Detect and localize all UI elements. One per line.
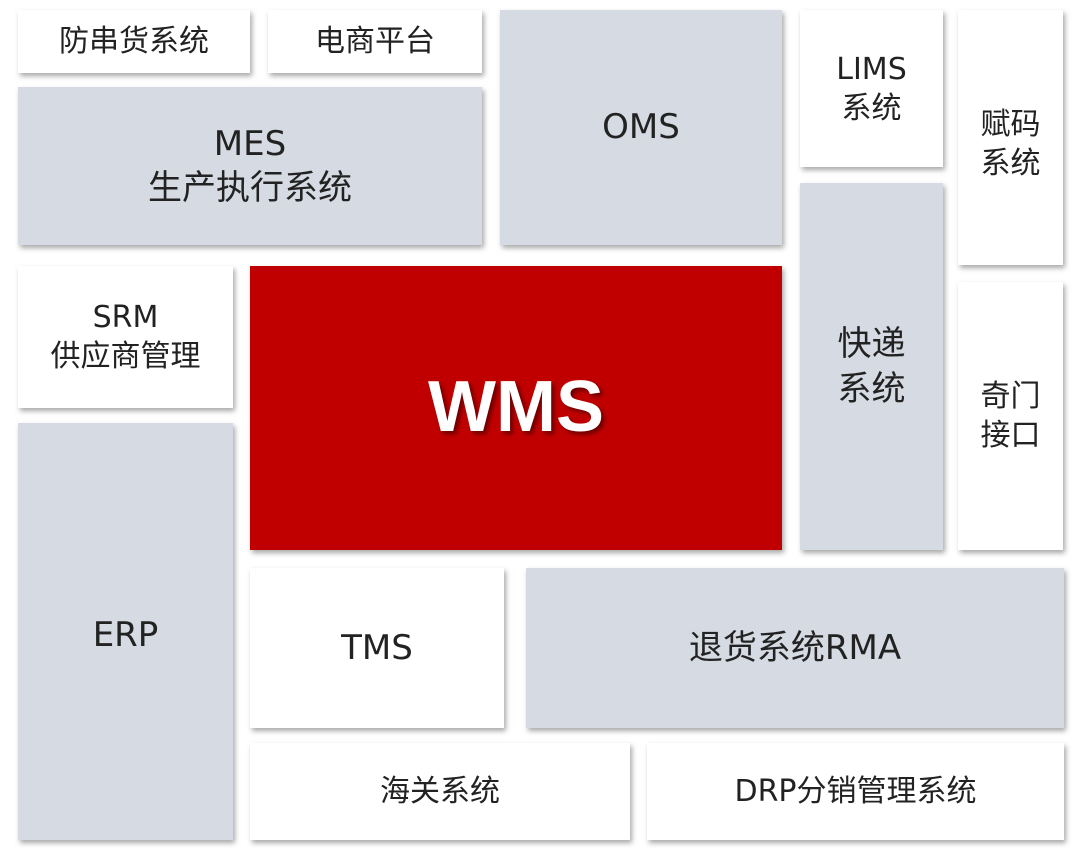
tile-label: 防串货系统: [59, 24, 209, 59]
tile-label: OMS: [602, 107, 680, 147]
tile-label: 电商平台: [315, 24, 435, 59]
tile-sublabel: 系统: [980, 146, 1041, 181]
lims-tile: LIMS 系统: [800, 10, 943, 167]
wms-core-tile: WMS: [250, 266, 782, 550]
tile-sublabel: 接口: [980, 418, 1041, 453]
qimen-interface-tile: 奇门 接口: [958, 282, 1063, 550]
tile-label: DRP分销管理系统: [734, 774, 977, 809]
tile-label: 快递: [837, 324, 906, 365]
erp-tile: ERP: [18, 423, 233, 840]
anti-crossing-system-tile: 防串货系统: [18, 10, 250, 73]
tms-tile: TMS: [250, 568, 504, 728]
tile-sublabel: 系统: [837, 368, 906, 409]
tile-label: 海关系统: [380, 774, 500, 809]
tile-label: 赋码: [980, 107, 1041, 142]
tile-sublabel: 系统: [841, 90, 902, 126]
tile-label: SRM: [92, 300, 159, 335]
mes-tile: MES 生产执行系统: [18, 87, 482, 245]
tile-label: TMS: [341, 627, 413, 668]
customs-system-tile: 海关系统: [250, 743, 630, 840]
tile-label: 奇门: [980, 379, 1041, 414]
rma-tile: 退货系统RMA: [526, 568, 1064, 728]
tile-label: 退货系统RMA: [688, 627, 902, 668]
tile-sublabel: 供应商管理: [50, 339, 201, 374]
tile-label: MES: [213, 123, 287, 164]
drp-system-tile: DRP分销管理系统: [647, 743, 1064, 840]
srm-tile: SRM 供应商管理: [18, 266, 233, 408]
coding-system-tile: 赋码 系统: [958, 10, 1063, 265]
tile-sublabel: 生产执行系统: [148, 168, 352, 208]
oms-tile: OMS: [500, 10, 782, 245]
ecommerce-platform-tile: 电商平台: [268, 10, 482, 73]
tile-label: WMS: [428, 367, 604, 448]
express-system-tile: 快递 系统: [800, 183, 943, 550]
tile-label: ERP: [92, 615, 159, 655]
tile-label: LIMS: [836, 51, 907, 87]
